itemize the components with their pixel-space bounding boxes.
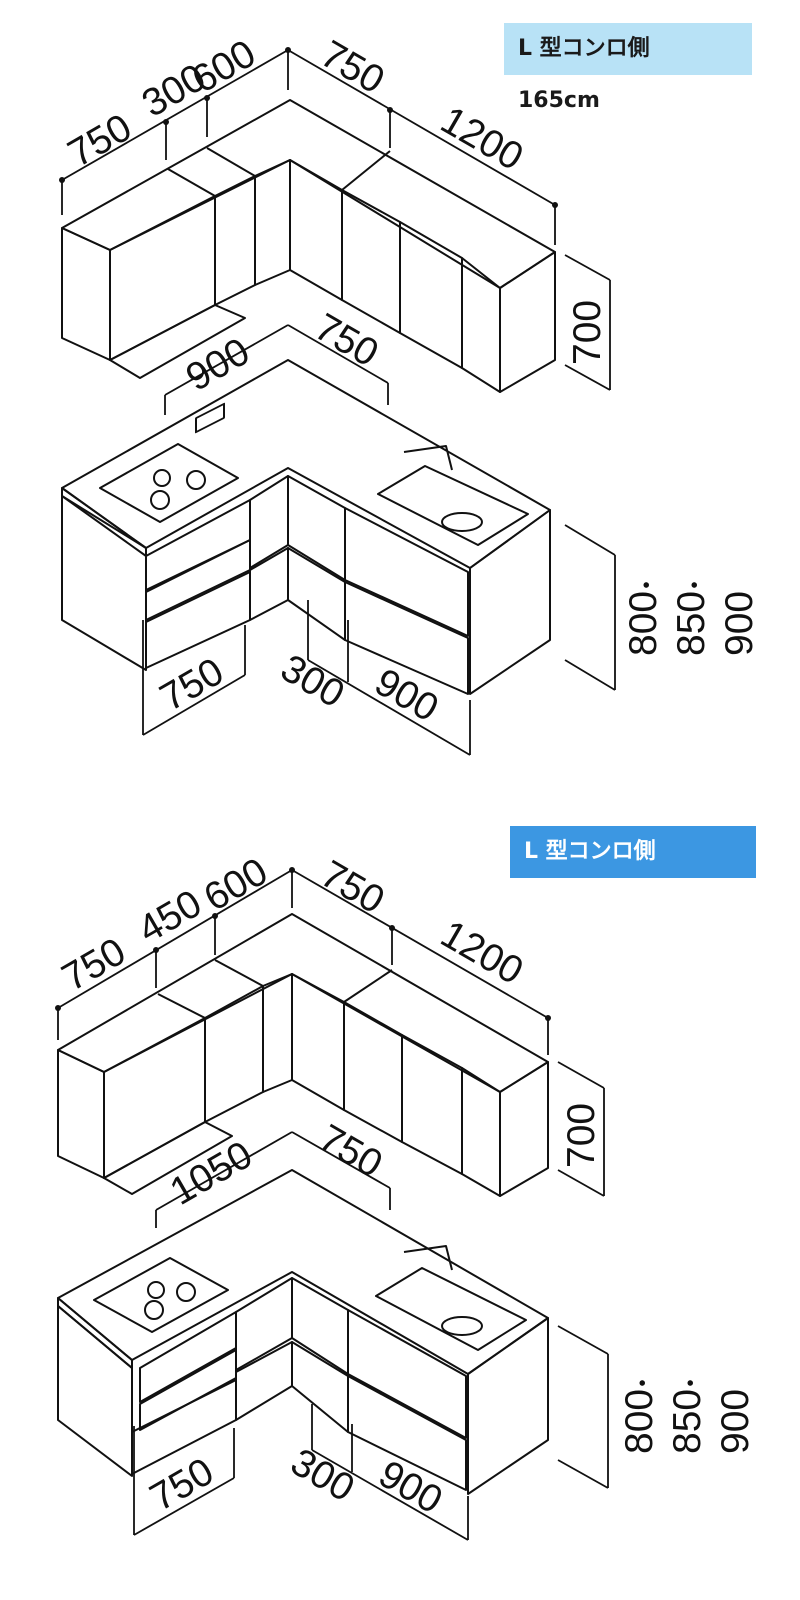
kitchen-size-badge-165: L 型コンロ側 165cm	[504, 23, 752, 113]
base-left-panel	[61, 495, 147, 671]
base-door-corner-left	[249, 475, 289, 569]
dim-wall-right-1: 750	[314, 853, 392, 923]
l-kitchen-diagram-165: 750 300 600 750 1200 700 900 750 750 300…	[59, 32, 761, 756]
dim-wall-right-1: 750	[314, 33, 392, 103]
wall-cabinet-right-panel	[499, 1061, 549, 1197]
dim-base-right-1: 300	[284, 1441, 362, 1511]
base-drawer-right-1	[344, 507, 469, 637]
dim-height-900: 900	[718, 591, 761, 656]
wall-cabinet-left-panel	[61, 227, 111, 361]
dim-wall-top-3: 600	[197, 850, 275, 920]
dimension-labels: 750 450 600 750 1200 700 1050 750 750 30…	[55, 850, 757, 1522]
wall-door-left-1	[103, 1017, 206, 1179]
wall-door-left-2	[204, 985, 264, 1123]
dim-base-right-2: 900	[372, 1453, 450, 1523]
base-right-panel	[469, 509, 551, 695]
wall-cabinet-left-panel	[57, 1049, 105, 1179]
dim-height-900: 900	[714, 1389, 757, 1454]
l-kitchen-diagram-180: 750 450 600 750 1200 700 1050 750 750 30…	[55, 850, 757, 1541]
countertop	[61, 359, 551, 569]
dim-wall-right-2: 1200	[434, 99, 531, 180]
countertop	[57, 1169, 549, 1375]
dim-height-800: 800	[618, 1389, 661, 1454]
dim-wall-top-2: 450	[131, 882, 209, 952]
wall-door-right-2	[343, 1001, 403, 1143]
dimension-lines	[59, 47, 616, 756]
base-drawer-right-2	[344, 581, 469, 695]
svg-text:・: ・	[628, 1370, 658, 1396]
dim-wall-height: 700	[566, 300, 609, 365]
dim-counter-left: 900	[179, 330, 257, 400]
cooktop	[93, 1257, 229, 1333]
dim-base-right-1: 300	[274, 647, 352, 717]
wall-door-left-3	[254, 159, 291, 286]
wall-cabinets	[61, 99, 556, 393]
svg-text:・: ・	[680, 572, 710, 598]
kitchen-size-badge-180: L 型コンロ側 180cm	[510, 826, 756, 916]
sink	[375, 1267, 527, 1351]
base-drawer-right-2	[347, 1375, 467, 1491]
wall-door-left-3	[262, 973, 293, 1093]
dim-height-850: 850	[670, 591, 713, 656]
wall-door-right-1	[289, 159, 343, 301]
wall-cabinet-right-panel	[499, 251, 556, 393]
wall-open-shelf	[109, 304, 246, 379]
base-cabinets	[61, 359, 551, 695]
dim-wall-right-2: 1200	[434, 913, 531, 994]
base-drawer-left-1	[139, 1349, 237, 1431]
dim-base-left: 750	[153, 650, 231, 720]
dim-height-800: 800	[622, 591, 665, 656]
svg-text:・: ・	[632, 572, 662, 598]
wall-open-shelf	[103, 1121, 233, 1195]
dim-base-left: 750	[143, 1450, 221, 1520]
base-drawer-left-2	[145, 571, 251, 669]
faucet	[403, 1245, 453, 1271]
base-cabinets	[57, 1169, 549, 1495]
wall-door-right-2	[341, 189, 401, 334]
dim-counter-right: 750	[312, 1117, 390, 1187]
dim-counter-left: 1050	[163, 1133, 260, 1214]
base-left-panel	[57, 1305, 133, 1477]
dim-wall-height: 700	[560, 1103, 603, 1168]
dim-counter-right: 750	[308, 306, 386, 376]
base-drawer-right-1	[347, 1309, 467, 1439]
sink	[377, 465, 529, 546]
wall-door-right-1	[291, 973, 345, 1111]
base-right-panel	[467, 1317, 549, 1495]
wall-door-right-3	[399, 221, 463, 369]
dimension-lines	[55, 867, 609, 1541]
wall-door-right-3	[401, 1034, 463, 1175]
wall-cabinets	[57, 913, 549, 1197]
dim-wall-top-1: 750	[61, 106, 139, 176]
faucet	[403, 445, 453, 471]
cooktop	[99, 443, 239, 523]
dim-base-right-2: 900	[368, 661, 446, 731]
wall-door-right-4	[461, 1067, 501, 1197]
dim-height-850: 850	[666, 1389, 709, 1454]
wall-door-right-4	[461, 257, 501, 393]
wall-door-left-1	[109, 195, 216, 361]
dim-wall-top-1: 750	[55, 930, 133, 1000]
svg-text:・: ・	[676, 1370, 706, 1396]
